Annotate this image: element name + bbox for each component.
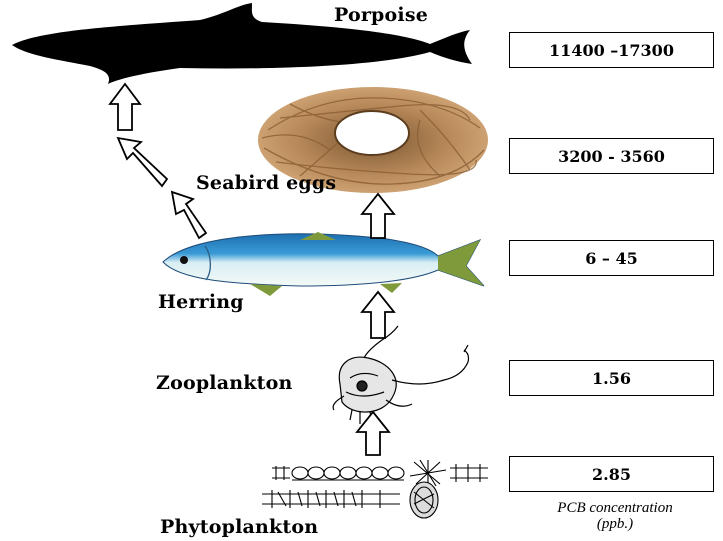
phytoplankton-image — [262, 460, 488, 518]
arrow-herring-to-seabird — [362, 194, 394, 238]
pcb-box-phytoplankton: 2.85 — [509, 456, 714, 492]
arrow-herring-to-porpoise-upper — [110, 84, 140, 130]
herring-image — [163, 232, 484, 296]
label-zooplankton: Zooplankton — [156, 372, 292, 394]
pcb-box-zooplankton: 1.56 — [509, 360, 714, 396]
arrow-phytoplankton-to-zooplankton — [357, 412, 389, 455]
label-phytoplankton: Phytoplankton — [160, 516, 318, 538]
label-porpoise: Porpoise — [334, 4, 428, 26]
pcb-caption: PCB concentration (ppb.) — [515, 500, 715, 532]
pcb-box-herring: 6 – 45 — [509, 240, 714, 276]
zooplankton-image — [333, 326, 468, 424]
label-herring: Herring — [158, 291, 244, 313]
arrow-herring-to-porpoise-lower — [172, 192, 206, 238]
arrow-herring-to-porpoise-middle — [118, 138, 167, 186]
pcb-caption-line2: (ppb.) — [515, 516, 715, 532]
pcb-caption-line1: PCB concentration — [515, 500, 715, 516]
pcb-box-seabird-eggs: 3200 - 3560 — [509, 138, 714, 174]
label-seabird-eggs: Seabird eggs — [196, 172, 336, 194]
pcb-box-porpoise: 11400 –17300 — [509, 32, 714, 68]
arrow-zooplankton-to-herring — [362, 292, 394, 338]
